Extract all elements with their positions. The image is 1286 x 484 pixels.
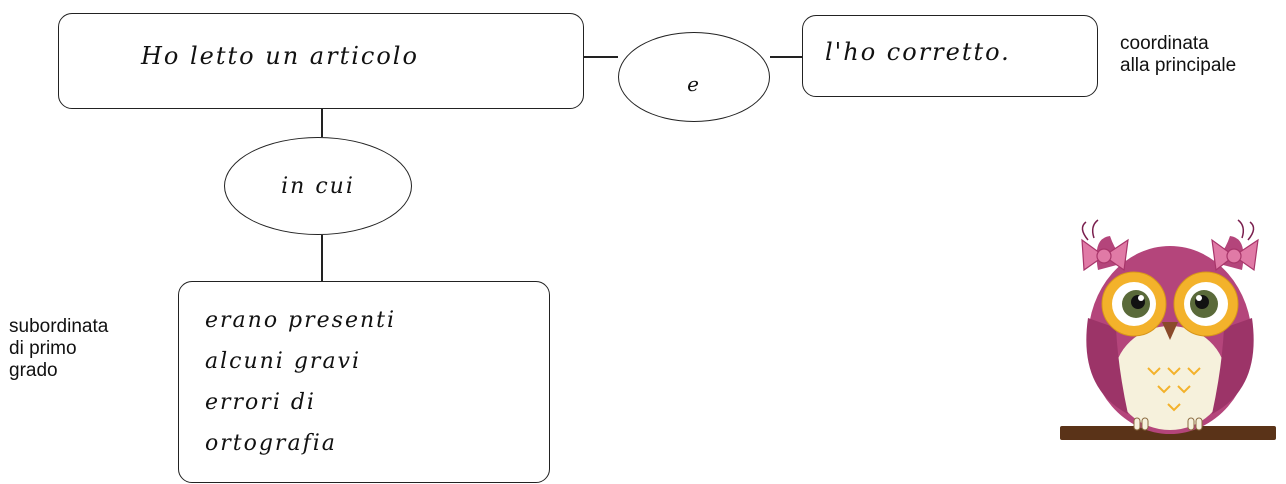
subordinate-note-line: di primo [9,338,77,359]
subordinate-clause-text: erano presenti alcuni gravi errori di or… [205,300,396,464]
main-clause-text: Ho letto un articolo [141,42,419,70]
subordinate-clause-line: errori di [205,390,316,415]
connector-main-relative [321,109,323,137]
coordinate-note-line: coordinata [1120,33,1209,54]
subordinate-note-line: grado [9,360,58,381]
connector-relative-subordinate [321,235,323,281]
conjunction-text: e [687,72,701,96]
coordinate-note: coordinata alla principale [1120,33,1236,77]
main-clause-box: Ho letto un articolo [58,13,584,109]
coordinate-clause-box: l'ho corretto. [802,15,1098,97]
conjunction-ellipse: e [618,32,770,122]
subordinate-clause-line: alcuni gravi [205,349,362,374]
connector-main-conjunction [584,56,618,58]
coordinate-note-line: alla principale [1120,55,1237,76]
subordinate-clause-box: erano presenti alcuni gravi errori di or… [178,281,550,483]
relative-pronoun-ellipse: in cui [224,137,412,235]
connector-conjunction-coordinate [770,56,802,58]
subordinate-clause-line: ortografia [205,431,337,456]
owl-icon [1060,219,1276,440]
subordinate-note-line: subordinata [9,316,109,337]
coordinate-clause-text: l'ho corretto. [825,38,1011,66]
subordinate-note: subordinata di primo grado [9,316,108,382]
subordinate-clause-line: erano presenti [205,308,397,333]
relative-pronoun-text: in cui [281,173,355,199]
